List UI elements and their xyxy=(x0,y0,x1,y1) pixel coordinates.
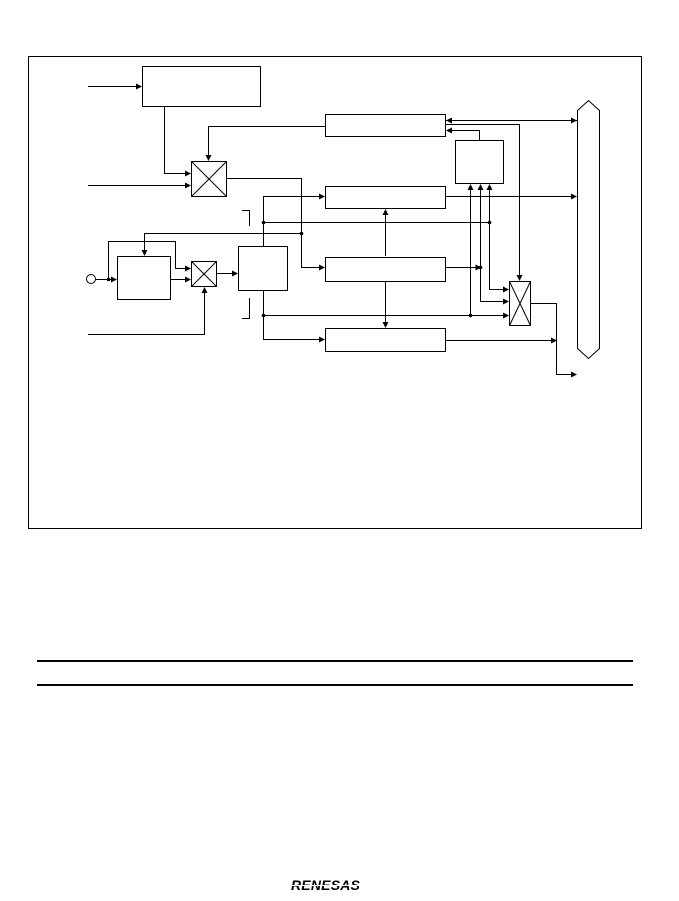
register-block-4 xyxy=(325,328,446,352)
figure-frame xyxy=(28,56,642,529)
selector-1-icon xyxy=(191,161,227,197)
register-block-2 xyxy=(325,186,446,209)
register-block-1 xyxy=(325,114,446,137)
logo-text: RENESAS xyxy=(291,877,361,893)
internal-bus-icon xyxy=(577,99,600,360)
top-left-block xyxy=(142,66,261,107)
selector-2-icon xyxy=(191,261,217,287)
prescaler-block xyxy=(117,256,171,300)
selector-3-icon xyxy=(509,281,531,326)
renesas-logo: RENESAS xyxy=(291,876,383,894)
small-control-block xyxy=(455,140,504,184)
table-bottom-rule xyxy=(37,684,633,686)
counter-block xyxy=(238,246,288,291)
input-pin-icon xyxy=(86,274,96,284)
register-block-3 xyxy=(325,257,446,282)
table-top-rule xyxy=(37,660,633,662)
